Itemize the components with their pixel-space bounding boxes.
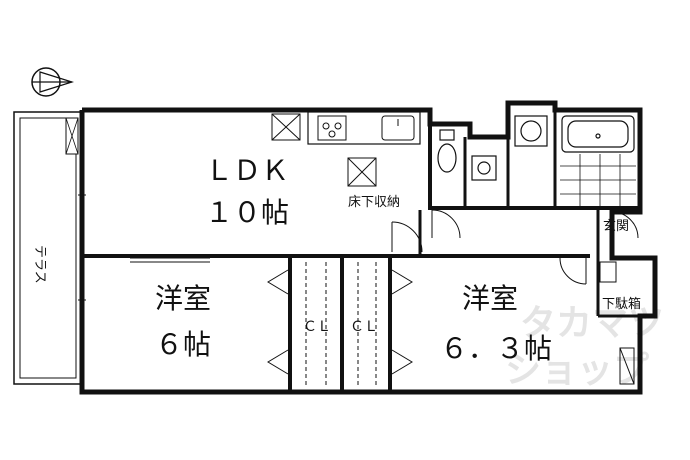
terrace-label: テラス <box>32 245 47 284</box>
washing-machine-icon <box>514 115 548 147</box>
western-room-right-size: ６．３帖 <box>440 332 552 365</box>
meter-box-icon <box>619 347 635 385</box>
underfloor-storage-icon <box>347 157 377 187</box>
interior-walls <box>82 110 655 392</box>
underfloor-storage-label: 床下収納 <box>348 195 400 210</box>
toilet-icon <box>437 129 457 173</box>
western-room-left-size: ６帖 <box>155 328 211 361</box>
kitchen-sink-icon <box>381 115 415 141</box>
closet-label-left: ＣＬ <box>303 319 331 335</box>
kitchen-counter <box>307 111 421 145</box>
closet-doors <box>267 262 413 386</box>
ldk-name: ＬＤＫ <box>205 154 289 187</box>
bathroom-tile-floor <box>560 154 636 206</box>
western-room-left-name: 洋室 <box>155 282 211 315</box>
shoe-box-shelf <box>599 261 617 283</box>
western-room-right-name: 洋室 <box>462 282 518 315</box>
ldk-size: １０帖 <box>205 196 289 229</box>
entrance-label: 玄関 <box>603 219 629 234</box>
washbasin-icon <box>471 155 497 181</box>
window-markings <box>78 194 210 301</box>
bathtub-icon <box>561 115 635 153</box>
door-swings <box>391 209 639 285</box>
shoe-box-label: 下駄箱 <box>602 296 641 312</box>
stove-icon <box>317 115 347 141</box>
closet-label-right: ＣＬ <box>350 319 378 335</box>
range-hood-icon <box>271 113 301 141</box>
north-compass-icon <box>31 67 75 97</box>
outdoor-unit-icon <box>65 117 79 155</box>
